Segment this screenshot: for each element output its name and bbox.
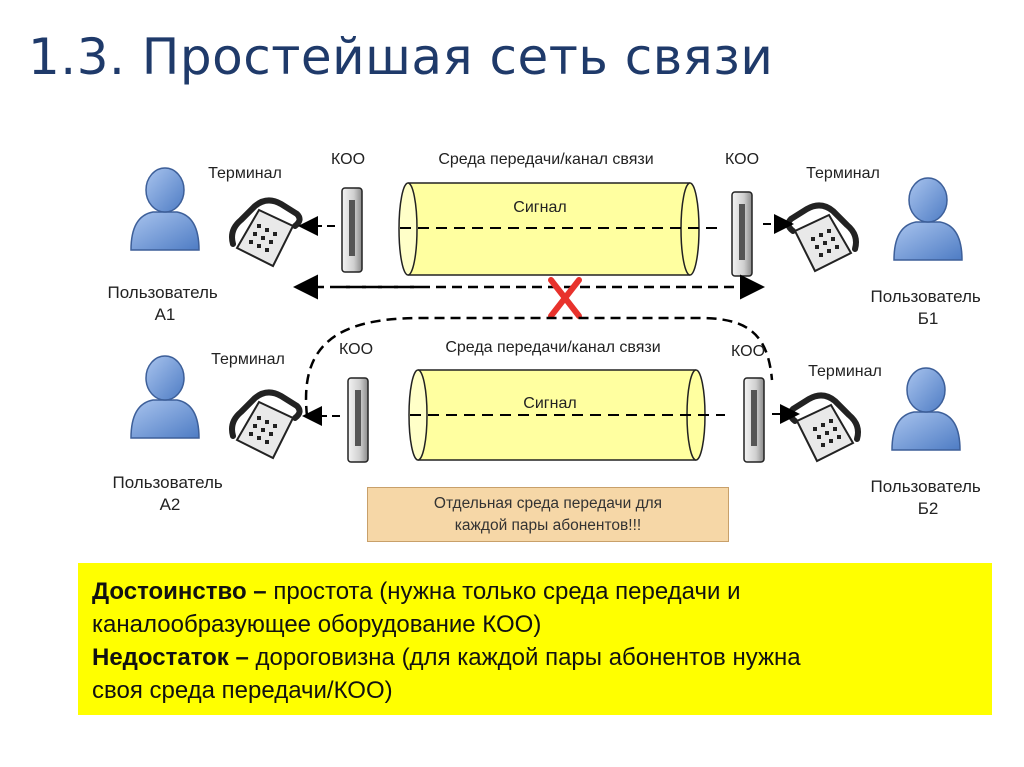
disadvantage-line: Недостаток – дороговизна (для каждой пар… [92,641,978,674]
koo-label: КОО [725,151,759,168]
note-line: каждой пары абонентов!!! [454,517,642,534]
network-diagram: Пользователь А1 Терминал КОО Среда перед… [107,151,985,518]
koo-label: КОО [731,343,765,360]
terminal-label: Терминал [208,165,282,182]
disadvantage-line-2: своя среда передачи/КОО) [92,677,393,704]
advantage-text: простота (нужна только среда передачи и [266,578,741,605]
note-line: Отдельная среда передачи для [433,495,663,512]
cross-connection-path [304,316,774,417]
bottom-row: Пользователь А2 Терминал КОО Среда перед… [112,339,985,518]
top-row: Пользователь А1 Терминал КОО Среда перед… [107,151,985,328]
user-label-a1: Пользователь А1 [107,283,222,324]
person-icon [130,167,200,251]
summary-box: Достоинство – простота (нужна только сре… [78,563,992,715]
user-label-b1: Пользователь Б1 [870,287,985,328]
telephone-icon [232,392,300,458]
terminal-label: Терминал [211,351,285,368]
user-label-a2: Пользователь А2 [112,473,227,514]
blocked-cross-icon [548,277,582,319]
koo-device-icon [341,187,363,273]
note-box: Отдельная среда передачи для каждой пары… [367,487,729,542]
koo-device-icon [347,377,369,463]
signal-label: Сигнал [523,395,576,412]
medium-label: Среда передачи/канал связи [445,339,660,356]
disadvantage-label: Недостаток – [92,644,249,671]
person-icon [130,355,200,439]
user-label-b2: Пользователь Б2 [870,477,985,518]
telephone-icon [790,395,858,461]
signal-label: Сигнал [513,199,566,216]
terminal-label: Терминал [806,165,880,182]
koo-device-icon [731,191,753,277]
disadvantage-text: дороговизна (для каждой пары абонентов н… [248,644,801,671]
advantage-label: Достоинство – [92,578,267,605]
koo-device-icon [743,377,765,463]
advantage-line-2: каналообразующее оборудование КОО) [92,611,542,638]
koo-label: КОО [339,341,373,358]
telephone-icon [788,205,856,271]
medium-label: Среда передачи/канал связи [438,151,653,168]
koo-label: КОО [331,151,365,168]
telephone-icon [232,200,300,266]
terminal-label: Терминал [808,363,882,380]
person-icon [891,367,961,451]
person-icon [893,177,963,261]
slide-title: 1.3. Простейшая сеть связи [28,28,774,86]
advantage-line: Достоинство – простота (нужна только сре… [92,575,978,608]
